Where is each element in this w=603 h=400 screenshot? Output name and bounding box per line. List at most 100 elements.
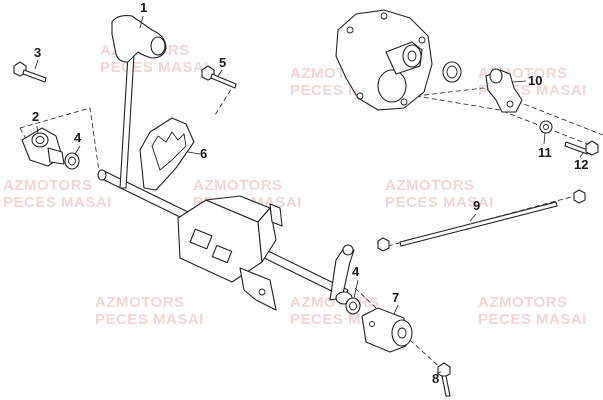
part-7-rod-end-bracket (361, 307, 413, 353)
mounting-bracket (177, 195, 283, 311)
rod-body (399, 201, 558, 247)
callout-8: 8 (432, 371, 439, 386)
bracket-lower-tab (239, 267, 277, 311)
dash-line-top-right (415, 87, 603, 136)
housing-bolt-hole (418, 36, 426, 44)
housing-bolt-hole (400, 98, 408, 106)
callout-5: 5 (219, 55, 226, 70)
leader-3 (34, 59, 39, 70)
callout-3: 3 (34, 45, 41, 60)
watermark: AZMOTORS PECES MASAI (3, 177, 111, 211)
part-8-bolt (437, 362, 451, 397)
leader-10 (512, 80, 527, 83)
rod-thread-left (403, 238, 413, 242)
leader-4-right (353, 279, 359, 299)
watermark-line2: PECES MASAI (95, 311, 204, 328)
washer-inner (543, 124, 549, 130)
watermark-line2: PECES MASAI (100, 59, 209, 76)
watermark-line1: AZMOTORS (478, 294, 568, 311)
leader-12 (579, 151, 585, 158)
shaft-end-left (97, 169, 107, 181)
callout-12: 12 (574, 157, 588, 172)
part-3-bolt (13, 61, 47, 83)
arm-hole (506, 100, 514, 108)
rod-nut-right (573, 189, 586, 204)
watermark-line1: AZMOTORS (193, 177, 283, 194)
callout-10: 10 (528, 73, 542, 88)
part-12-bolt (564, 140, 599, 156)
leader-5 (217, 69, 223, 77)
leader-9 (469, 213, 477, 222)
bolt-head (585, 140, 599, 156)
holder-bore (31, 132, 49, 148)
gate-plate (139, 117, 195, 191)
part-4-bushing-right (345, 297, 361, 315)
bolt-head (437, 362, 451, 378)
gate-slot (151, 131, 187, 171)
part-1-shift-lever (111, 15, 167, 189)
hex-nut (377, 237, 390, 252)
rod-thread-right (544, 202, 554, 206)
leader-2 (36, 125, 39, 135)
callout-labels: 1 2 3 4 4 5 6 7 8 9 10 11 12 (32, 0, 588, 386)
bolt-shank (22, 69, 47, 83)
watermark-layer: AZMOTORS PECES MASAI AZMOTORS PECES MASA… (3, 42, 587, 328)
dash-line-bracket7 (354, 287, 411, 341)
shift-arm (329, 244, 355, 305)
bracket-slot-2 (211, 244, 233, 264)
callout-7: 7 (392, 290, 399, 305)
callout-1: 1 (140, 0, 147, 15)
bolt-shank (564, 141, 589, 155)
bushing-inner (68, 156, 76, 166)
shift-shaft-boss (402, 44, 422, 68)
bracket-hole (258, 288, 266, 296)
leader-7 (393, 304, 399, 315)
bracket-ear (269, 203, 283, 227)
housing-bolt-hole (356, 92, 364, 100)
leader-11 (543, 132, 546, 145)
bushing-outer (345, 297, 361, 315)
callout-4-right: 4 (352, 264, 360, 279)
leader-lines (34, 15, 585, 374)
bushing-outer (64, 152, 80, 170)
watermark-line1: AZMOTORS (95, 294, 185, 311)
part-11-washer (539, 120, 553, 134)
arm-hub (489, 68, 503, 84)
part-2-bushing-holder (21, 127, 65, 167)
callout-6: 6 (200, 146, 207, 161)
dash-line-right-mid (415, 95, 591, 146)
shift-shaft-bore (407, 50, 417, 62)
bolt-shank (441, 375, 451, 397)
part-5-bolt (201, 65, 237, 89)
housing-boss (377, 69, 407, 103)
washer-outer (539, 120, 553, 134)
callout-2: 2 (32, 109, 39, 124)
watermark-line1: AZMOTORS (385, 177, 475, 194)
part-10-selector-arm (485, 68, 523, 113)
rod-nut-left (377, 237, 390, 252)
leader-8 (436, 371, 442, 374)
grip-end-cap (150, 36, 166, 56)
watermark-line1: AZMOTORS (3, 177, 93, 194)
bracket-hole (369, 321, 375, 327)
bracket-boss-bore (397, 327, 407, 339)
bracket-boss (391, 319, 413, 347)
seal-outer (442, 61, 462, 83)
callout-11: 11 (538, 145, 552, 160)
bracket-slot-1 (189, 228, 213, 250)
watermark: AZMOTORS PECES MASAI (385, 177, 493, 211)
callout-9: 9 (473, 198, 480, 213)
leader-6 (187, 151, 201, 155)
watermark-line2: PECES MASAI (478, 311, 587, 328)
holder-bore-inner (35, 136, 45, 144)
leader-1 (139, 15, 144, 29)
part-9-linkage-rod (399, 201, 558, 247)
dash-line-bolt5 (214, 82, 236, 116)
arm-pivot (342, 244, 354, 256)
part-4-bushing-left (64, 152, 80, 170)
housing-body (335, 9, 433, 111)
transmission-housing (335, 9, 433, 111)
watermark: AZMOTORS PECES MASAI (95, 294, 204, 328)
watermark: AZMOTORS PECES MASAI (478, 294, 587, 328)
